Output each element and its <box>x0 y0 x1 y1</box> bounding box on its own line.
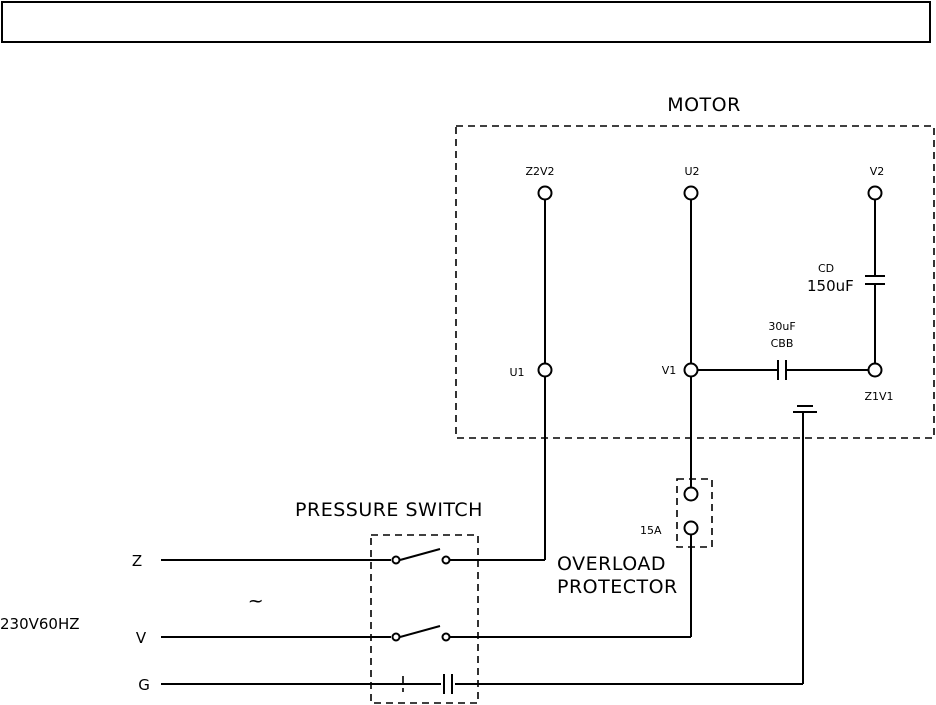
header-box <box>1 1 931 43</box>
switch-z-blade <box>399 548 441 561</box>
supply-voltage: 230V60HZ <box>0 615 80 633</box>
switch-v-blade <box>399 625 441 638</box>
overload-terminal-bottom <box>683 520 699 536</box>
run-capacitor-type: CBB <box>771 337 794 350</box>
label-v1: V1 <box>662 364 677 377</box>
label-v2: V2 <box>870 165 885 178</box>
start-capacitor <box>865 275 885 285</box>
switch-v-contact-left <box>391 632 401 642</box>
overload-protector-box <box>676 478 713 548</box>
switch-z-contact-right <box>441 555 451 565</box>
terminal-v1 <box>683 362 699 378</box>
terminal-v2 <box>867 185 883 201</box>
supply-g-label: G <box>138 676 150 694</box>
label-z1v1: Z1V1 <box>864 390 893 403</box>
start-capacitor-type: CD <box>818 262 834 275</box>
overload-rating: 15A <box>640 524 662 537</box>
terminal-z1v1 <box>867 362 883 378</box>
switch-g-capacitor <box>443 674 453 694</box>
pressure-switch-box <box>370 534 479 704</box>
label-z2v2: Z2V2 <box>525 165 554 178</box>
supply-v-label: V <box>136 629 147 647</box>
supply-z-label: Z <box>132 552 142 570</box>
terminal-u2 <box>683 185 699 201</box>
label-u1: U1 <box>509 366 524 379</box>
overload-label-line2: PROTECTOR <box>557 576 678 598</box>
motor-title: MOTOR <box>667 94 741 116</box>
overload-label-line1: OVERLOAD <box>557 553 666 575</box>
start-capacitor-value: 150uF <box>807 277 854 295</box>
switch-v-contact-right <box>441 632 451 642</box>
run-capacitor <box>777 360 787 380</box>
ac-symbol: ~ <box>248 590 264 612</box>
terminal-z2v2 <box>537 185 553 201</box>
ground-symbol <box>793 405 817 684</box>
terminal-u1 <box>537 362 553 378</box>
overload-terminal-top <box>683 486 699 502</box>
label-u2: U2 <box>684 165 699 178</box>
run-capacitor-value: 30uF <box>768 320 795 333</box>
switch-z-contact-left <box>391 555 401 565</box>
pressure-switch-title: PRESSURE SWITCH <box>295 499 483 521</box>
